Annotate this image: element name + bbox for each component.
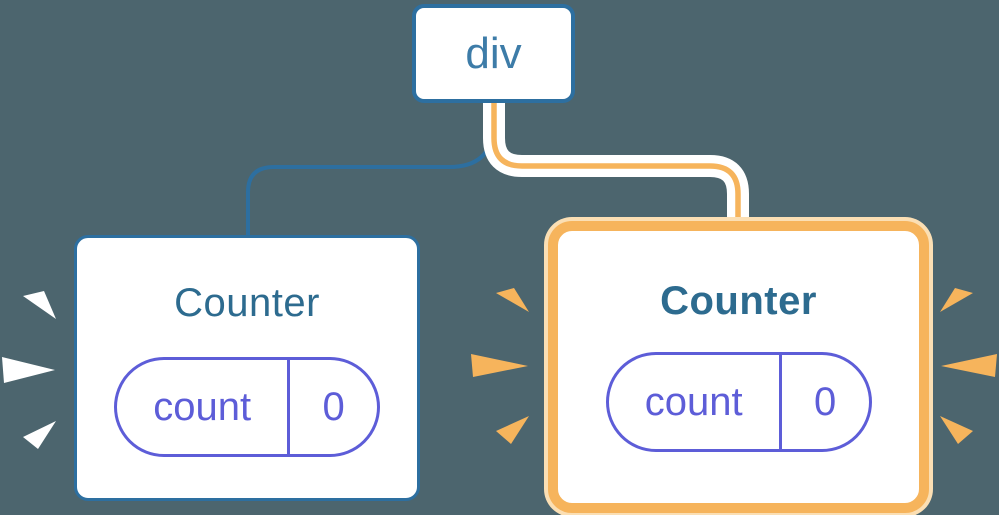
burst-spark-icon xyxy=(940,288,973,312)
node-label: div xyxy=(465,28,522,78)
burst-spark-icon xyxy=(496,288,529,312)
state-value: 0 xyxy=(778,355,869,449)
burst-spark-icon xyxy=(2,357,55,383)
tree-node-div: div xyxy=(412,4,575,103)
counter-card-right: Counter count 0 xyxy=(548,221,929,513)
burst-sparks-left-card xyxy=(2,291,56,449)
state-pill: count 0 xyxy=(605,352,872,452)
burst-spark-icon xyxy=(23,291,56,319)
state-value: 0 xyxy=(287,360,377,454)
state-key: count xyxy=(153,385,252,429)
card-title: Counter xyxy=(660,279,817,323)
edge-div-to-right-counter-icon xyxy=(491,96,741,235)
burst-spark-icon xyxy=(496,416,529,444)
card-title: Counter xyxy=(174,281,320,325)
burst-spark-icon xyxy=(940,416,973,444)
edge-div-to-left-counter-icon xyxy=(246,96,496,240)
burst-spark-icon xyxy=(471,354,528,377)
burst-spark-icon xyxy=(23,421,56,449)
counter-card-left: Counter count 0 xyxy=(74,235,420,501)
burst-spark-icon xyxy=(941,354,997,377)
state-key: count xyxy=(644,380,743,424)
state-pill: count 0 xyxy=(114,357,380,457)
burst-sparks-right-card-left xyxy=(471,288,529,444)
burst-sparks-right-card-right xyxy=(940,288,997,444)
